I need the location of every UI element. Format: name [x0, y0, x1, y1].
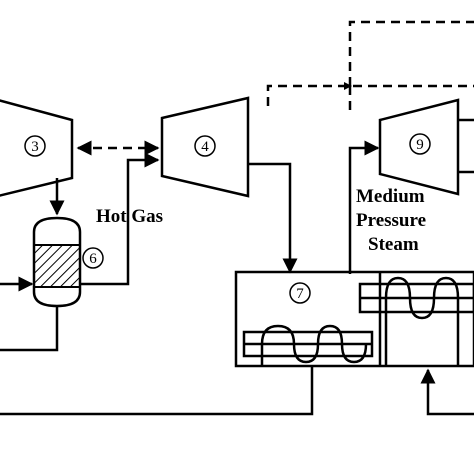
turbine-4: 4: [160, 96, 250, 198]
node-7-label: 7: [296, 286, 304, 302]
tube-bank-right: [358, 276, 474, 366]
dashed-shaft-network: [266, 20, 474, 115]
reactor-6: 6: [32, 216, 104, 308]
medium-pressure-label-1: Medium: [356, 186, 425, 207]
flow-lines: [0, 140, 474, 416]
medium-pressure-label-2: Pressure: [356, 210, 426, 231]
node-3-label: 3: [31, 139, 39, 155]
dashed-arrowhead: [344, 82, 352, 90]
node-4-label: 4: [201, 139, 209, 155]
hot-gas-label: Hot Gas: [96, 206, 163, 227]
compressor-3: 3: [0, 99, 74, 197]
turbine-9: 9: [378, 98, 474, 196]
node-6-label: 6: [89, 251, 97, 267]
tube-bank-left: [242, 324, 374, 366]
heat-exchanger-7: [234, 270, 474, 368]
medium-pressure-label-3: Steam: [368, 234, 419, 255]
node-9-label: 9: [416, 137, 424, 153]
